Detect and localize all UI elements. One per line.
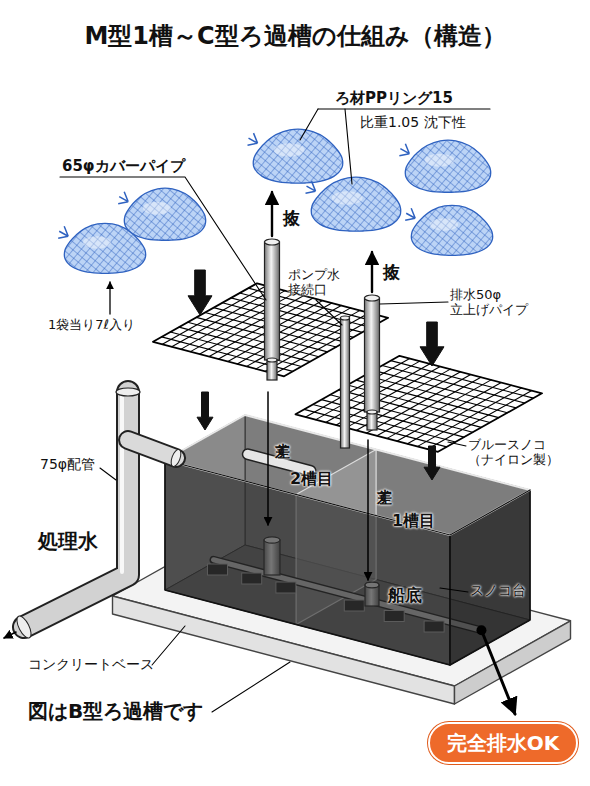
media-bag xyxy=(64,223,145,273)
title: M型1槽～C型ろ過槽の仕組み（構造） xyxy=(0,20,590,52)
part-label: 1袋当り7ℓ入り xyxy=(48,318,135,333)
pump-pipe xyxy=(341,318,350,448)
media-bag xyxy=(124,188,205,240)
grid-mat-line xyxy=(365,375,508,413)
grid-mat-line xyxy=(196,317,327,352)
transfer-pipe xyxy=(248,454,311,471)
bag-highlight xyxy=(425,154,454,167)
part-label: 75φ配管 xyxy=(40,456,95,472)
badge-text: 完全排水OK xyxy=(447,730,560,757)
grid-mat-line xyxy=(339,390,482,428)
branch-pipe xyxy=(128,440,176,458)
part-label: ポンプ水 接続口 xyxy=(288,268,340,298)
leader-line xyxy=(440,588,468,592)
riser-pipe-cap xyxy=(116,388,140,396)
leader-line xyxy=(152,626,185,665)
leader-line xyxy=(380,302,448,304)
riser-pipe-highlight xyxy=(120,396,124,572)
part-label: 65φカバーパイプ xyxy=(62,158,185,175)
leader-line xyxy=(300,109,318,140)
leader-line xyxy=(316,300,342,325)
media-bag xyxy=(311,177,401,231)
drain-riser-tip xyxy=(367,412,377,430)
leader-line xyxy=(448,442,466,446)
grid-mat-line xyxy=(382,366,525,404)
grid-mat-line xyxy=(391,361,534,399)
riser-pipe-outline xyxy=(24,392,128,627)
part-label: スノコ台 xyxy=(470,582,526,598)
grid-mat-line xyxy=(374,370,517,408)
insert-arrow xyxy=(267,392,269,525)
part-label: 差す xyxy=(376,478,393,495)
grid-mat-line xyxy=(330,395,473,433)
down-arrow xyxy=(197,392,213,430)
bag-knot xyxy=(399,144,409,156)
part-label: 差す xyxy=(274,432,291,449)
part-label: 抜く xyxy=(282,196,302,215)
pull-arrow xyxy=(271,192,273,236)
bag-knot xyxy=(118,192,128,204)
bag-highlight xyxy=(430,218,458,231)
part-label: 図はB型ろ過槽です xyxy=(28,700,203,723)
part-label: 処理水 xyxy=(38,530,98,553)
part-label: 抜く xyxy=(382,250,402,269)
part-label: 比重1.05 沈下性 xyxy=(360,114,466,130)
bag-highlight xyxy=(143,202,171,215)
branch-pipe-outline xyxy=(128,440,176,458)
cover-pipe-tip-cap xyxy=(267,358,277,362)
riser-pipe xyxy=(24,392,128,627)
riser-pipe-end xyxy=(14,614,34,640)
media-bag xyxy=(405,140,490,192)
bag-knot xyxy=(306,181,316,193)
part-label: 2槽目 xyxy=(290,470,333,488)
bag-arrow xyxy=(109,282,110,314)
drain-riser-tip-cap xyxy=(367,410,377,414)
outflow-arrow xyxy=(4,632,16,638)
leader-line xyxy=(318,108,490,109)
bag-highlight xyxy=(274,143,305,157)
down-arrow xyxy=(420,322,444,366)
cover-pipe xyxy=(265,242,280,360)
result-badge: 完全排水OK xyxy=(428,722,578,764)
media-bag xyxy=(253,129,343,183)
tank-side-wall xyxy=(450,490,530,665)
media-bag xyxy=(411,205,492,255)
tank-front-wall xyxy=(165,460,450,665)
branch-pipe-end xyxy=(169,448,183,468)
bag-highlight xyxy=(332,191,363,205)
part-label: 1槽目 xyxy=(392,512,435,530)
grid-mat-line xyxy=(240,293,371,328)
cover-pipe-cap xyxy=(265,239,280,245)
grid-mat-line xyxy=(304,409,447,447)
drain-riser-cap xyxy=(365,295,380,301)
leader-line xyxy=(60,177,266,300)
part-label: ブルースノコ （ナイロン製） xyxy=(468,438,559,468)
tank-edge xyxy=(165,460,530,535)
part-label: 船底 xyxy=(388,586,422,606)
grid-mat-line xyxy=(170,332,301,367)
transfer-pipe-outline xyxy=(248,454,311,471)
cover-pipe-tip xyxy=(267,360,277,380)
down-arrow xyxy=(188,270,212,315)
bag-knot xyxy=(405,208,415,220)
leader-line xyxy=(345,109,352,184)
drain-riser xyxy=(365,298,380,412)
grid-mat-line xyxy=(313,405,456,443)
insert-arrow xyxy=(367,440,369,580)
part-label: ろ材PPリング15 xyxy=(335,90,453,107)
grid-mat-line xyxy=(188,322,319,357)
pull-arrow xyxy=(371,252,373,292)
grid-mat-line xyxy=(179,327,310,362)
leader-line xyxy=(212,662,290,712)
part-label: コンクリートベース xyxy=(28,656,154,672)
bag-highlight xyxy=(83,236,111,249)
bag-knot xyxy=(58,226,68,238)
down-arrow xyxy=(424,446,440,480)
bag-knot xyxy=(248,133,258,145)
leader-line xyxy=(100,468,116,480)
drain-arrow xyxy=(481,630,515,714)
grid-mat-line xyxy=(222,303,353,338)
part-label: 排水50φ 立上げパイプ xyxy=(450,288,528,318)
pump-pipe-cap xyxy=(341,316,350,320)
